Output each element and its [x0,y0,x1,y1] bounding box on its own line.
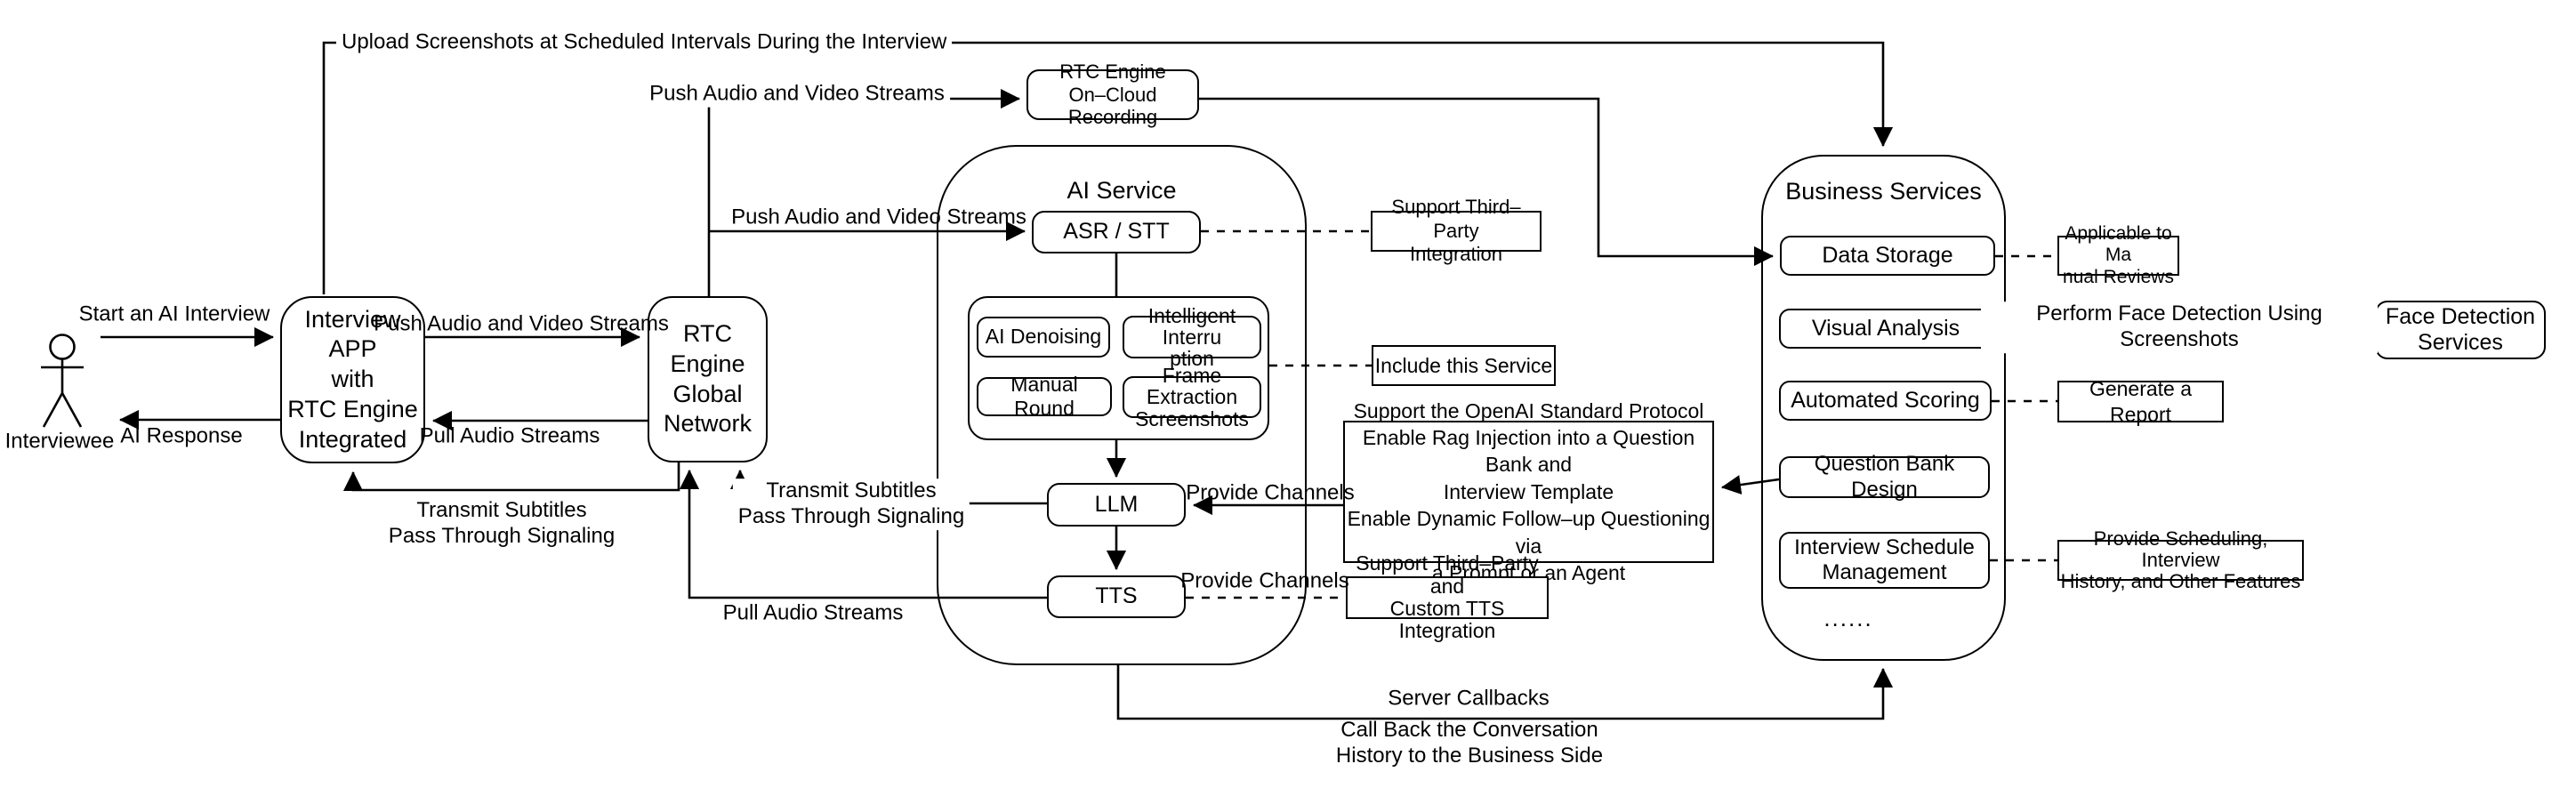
note-scheduling-features: Provide Scheduling, Interview History, a… [2057,527,2304,592]
edge-label-upload: Upload Screenshots at Scheduled Interval… [336,29,953,56]
node-interview-schedule: Interview Schedule Management [1779,532,1990,589]
edge-label-start-interview: Start an AI Interview [78,302,270,326]
edge-label-transmit-left: Transmit Subtitles Pass Through Signalin… [388,498,616,548]
edge-label-pull-tts: Pull Audio Streams [722,600,904,625]
ai-service-title: AI Service [1067,177,1177,204]
node-llm: LLM [1047,483,1186,527]
node-intelligent-interruption: Intelligent Interru ption [1123,305,1261,369]
node-ai-denoising: AI Denoising [977,317,1110,358]
edge-recording-to-datastorage [1199,97,1775,267]
edge-label-callback-detail: Call Back the Conversation History to th… [1335,718,1604,768]
node-asr-stt: ASR / STT [1032,211,1201,253]
business-services-title: Business Services [1785,178,1982,205]
node-face-detection-services: Face Detection Services [2375,301,2546,359]
node-manual-round: Manual Round [977,373,1112,420]
note-llm-openai: Support the OpenAI Standard Protocol Ena… [1343,399,1714,584]
node-frame-extraction: Frame Extraction Screenshots [1123,365,1261,430]
actor-label: Interviewee [4,429,115,454]
ai-service-container [937,145,1307,665]
note-include-this-service: Include this Service [1372,345,1556,386]
note-manual-reviews: Applicable to Ma nual Reviews [2057,223,2179,287]
edge-label-server-callbacks: Server Callbacks [1388,686,1550,711]
business-services-container [1761,155,2006,661]
edge-label-provide-channels-llm: Provide Channels [1186,480,1355,505]
node-rtc-global-network: RTC Engine Global Network [648,296,768,462]
node-question-bank-design: Question Bank Design [1779,452,1990,502]
edge-upload-screenshots [322,41,1894,294]
edge-label-ai-response: AI Response [120,423,243,448]
business-ellipsis: ...... [1823,605,1873,631]
interviewee-actor-icon [41,334,84,428]
node-tts: TTS [1047,575,1186,618]
node-visual-analysis: Visual Analysis [1779,309,1992,349]
edge-label-provide-channels-tts: Provide Channels [1180,568,1349,593]
edge-label-push-rtc: Push Audio and Video Streams [374,311,669,336]
node-rtc-cloud-recording: RTC Engine On–Cloud Recording [1026,60,1199,128]
note-generate-report: Generate a Report [2057,377,2224,426]
edge-questionbank-to-note [1720,475,1780,495]
edge-label-perform-face: Perform Face Detection Using Screenshots [1981,302,2378,353]
edge-label-pull-app: Pull Audio Streams [419,423,600,448]
edge-pull-audio-tts-to-rtc [679,469,1047,599]
edge-label-transmit-right: Transmit Subtitles Pass Through Signalin… [732,478,970,530]
edge-label-push-recording: Push Audio and Video Streams [644,81,950,108]
node-automated-scoring: Automated Scoring [1779,381,1992,421]
edge-label-push-asr: Push Audio and Video Streams [731,205,1026,229]
node-data-storage: Data Storage [1780,236,1995,276]
node-interview-app: Interview APP with RTC Engine Integrated [280,296,425,463]
edge-server-callbacks [1116,665,1894,720]
edge-transmit-subtitles-to-app [342,462,680,492]
note-tts-custom: Support Third–Party and Custom TTS Integ… [1346,552,1549,642]
note-asr-third-party: Support Third–Party Integration [1371,196,1542,265]
